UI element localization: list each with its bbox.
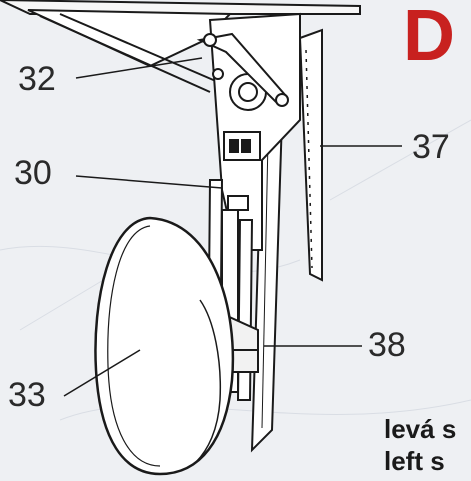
leader-line-33	[63, 349, 141, 397]
callout-32: 32	[18, 60, 56, 98]
callout-37: 37	[412, 128, 450, 166]
callout-38: 38	[368, 326, 406, 364]
leader-line-32	[75, 57, 203, 79]
caption-english: left s	[384, 446, 445, 476]
gear-door-37	[298, 28, 323, 282]
callout-33: 33	[8, 376, 46, 414]
section-letter: D	[403, 0, 455, 76]
main-wheel-33	[94, 216, 235, 476]
leader-lines	[63, 57, 402, 397]
callout-30: 30	[14, 154, 52, 192]
leader-line-30	[75, 175, 223, 189]
wing-underside	[0, 0, 361, 93]
caption-czech: levá s	[384, 414, 457, 444]
